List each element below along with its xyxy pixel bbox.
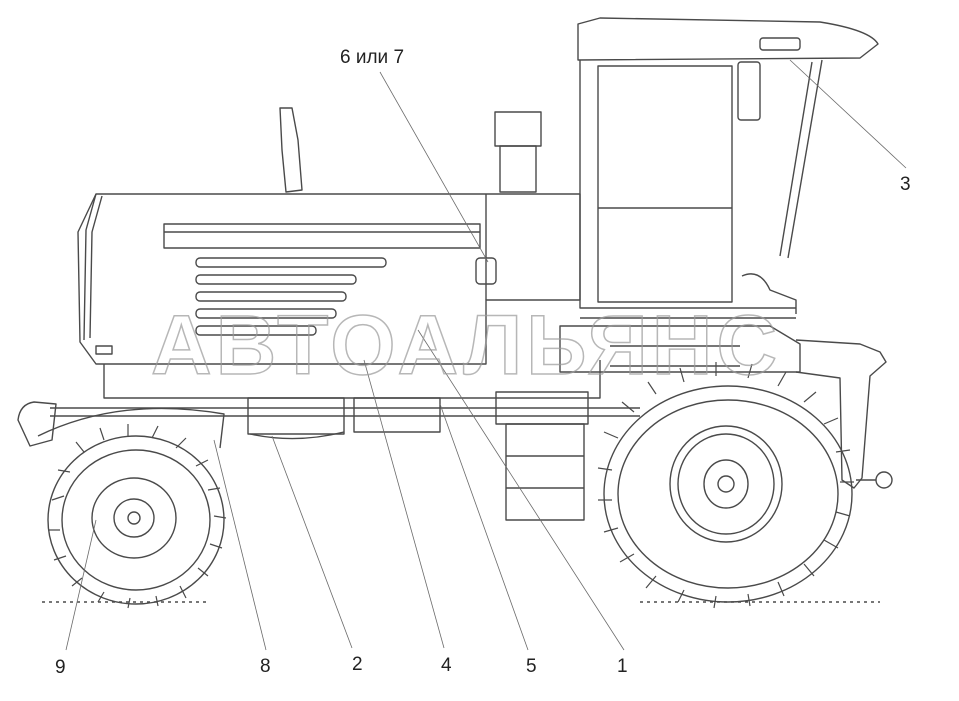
- callout-9: 9: [55, 657, 66, 678]
- leader-2: [271, 435, 353, 649]
- callout-8: 8: [260, 656, 271, 677]
- air-cleaner: [494, 111, 542, 193]
- callout-1: 1: [617, 656, 628, 677]
- callout-2: 2: [352, 654, 363, 675]
- leader-lines: [65, 59, 907, 651]
- frame: [17, 325, 801, 447]
- callout-3: 3: [900, 174, 911, 195]
- rear-wheel: [597, 362, 854, 609]
- rear-hitch: [795, 339, 893, 489]
- leader-1: [417, 329, 625, 651]
- leader-6-7: [379, 71, 489, 263]
- leader-8: [213, 439, 267, 651]
- watermark: АВТОАЛЬЯНС: [151, 298, 781, 392]
- leader-9: [65, 519, 97, 651]
- callout-4: 4: [441, 655, 452, 676]
- leader-5: [439, 403, 529, 651]
- callout-5: 5: [526, 656, 537, 677]
- cab: [577, 17, 879, 319]
- callout-6-7: 6 или 7: [340, 47, 405, 68]
- leader-3: [789, 59, 907, 169]
- leader-4: [363, 359, 445, 649]
- exhaust-pipe: [279, 107, 303, 193]
- engine-hood: [77, 193, 581, 365]
- front-wheel: [47, 424, 227, 609]
- steps: [495, 391, 589, 521]
- front-fender: [37, 407, 225, 449]
